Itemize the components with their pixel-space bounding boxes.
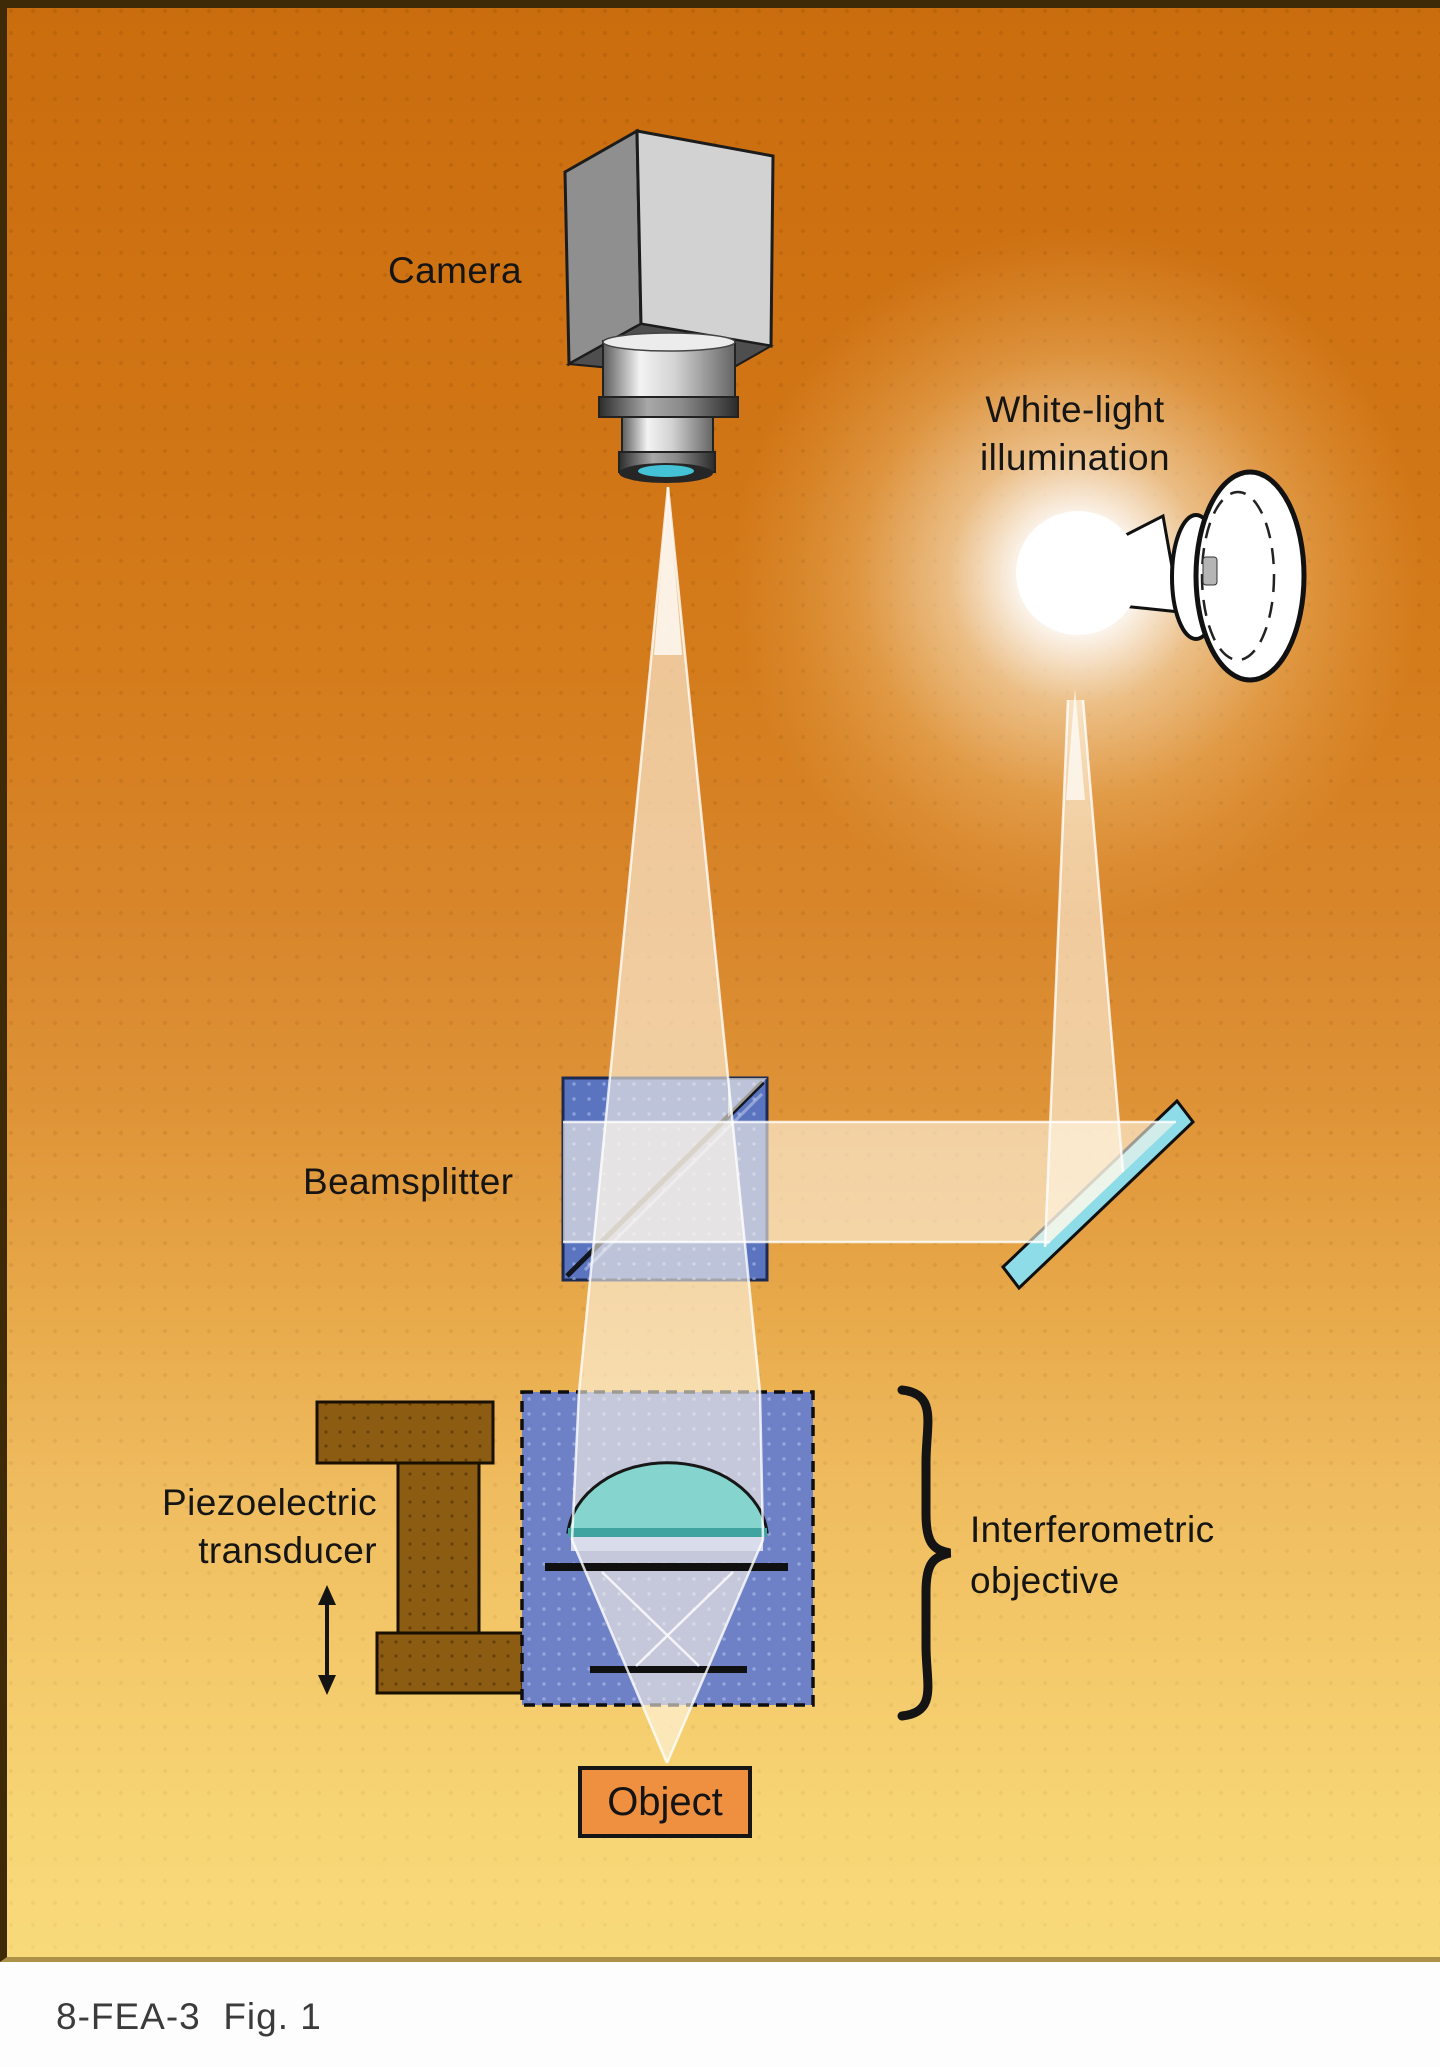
focusing-cone [572, 1540, 763, 1763]
horizontal-beam [563, 1122, 1176, 1242]
piezo-label-line1: Piezoelectric [162, 1482, 377, 1523]
white-light-label: White-light illumination [980, 386, 1170, 482]
lens-glass [638, 465, 694, 477]
object-box-label: Object [607, 1779, 723, 1824]
illumination-beam [1045, 700, 1123, 1247]
optical-diagram [315, 128, 1307, 1764]
vertical-motion-arrow-icon [318, 1585, 336, 1695]
socket-detail [1202, 556, 1218, 586]
interferometric-objective-label: Interferometric objective [970, 1504, 1215, 1606]
camera-left-face [563, 128, 643, 367]
internal-reflection-line [601, 1571, 700, 1667]
objective-brace [897, 1385, 952, 1721]
lens-mount-band [571, 1537, 763, 1551]
bulb-beam-core [1066, 688, 1085, 800]
light-beams [563, 487, 1176, 1763]
socket-inner-rim [1200, 490, 1276, 662]
beamsplitter-plate-line [590, 1666, 747, 1673]
objective-label-line1: Interferometric [970, 1509, 1215, 1550]
bulb-icon [1016, 511, 1140, 635]
camera-beam-core [654, 487, 682, 655]
camera-right-face [635, 129, 775, 348]
lens-barrel-top [602, 332, 736, 352]
white-light-label-line2: illumination [980, 437, 1170, 478]
figure-caption: 8-FEA-3 Fig. 1 [56, 1996, 322, 2037]
white-light-label-line1: White-light [985, 389, 1165, 430]
beam-edge-highlights [563, 486, 1176, 1764]
camera-label: Camera [388, 250, 522, 291]
transducer-texture [398, 1463, 479, 1635]
beamsplitter-label: Beamsplitter [303, 1161, 514, 1202]
piezo-label-line2: transducer [198, 1530, 377, 1571]
objective-optics [545, 1461, 788, 1673]
transducer-texture [317, 1402, 493, 1463]
object-box: Object [578, 1766, 752, 1838]
socket-flange [1193, 469, 1307, 683]
lens-base-band [568, 1528, 767, 1537]
objective-label-line2: objective [970, 1560, 1120, 1601]
white-light-source [1016, 469, 1307, 683]
lens-barrel-flange [598, 396, 739, 418]
transducer-texture [377, 1633, 523, 1693]
reference-mirror-line [545, 1563, 788, 1571]
objective-lens-dome [566, 1461, 769, 1534]
internal-reflection-line [635, 1571, 734, 1667]
camera-body [563, 128, 775, 483]
beam-corner-fill [728, 1078, 767, 1117]
piezoelectric-transducer [315, 1400, 525, 1695]
piezoelectric-transducer-label: Piezoelectric transducer [80, 1479, 377, 1575]
